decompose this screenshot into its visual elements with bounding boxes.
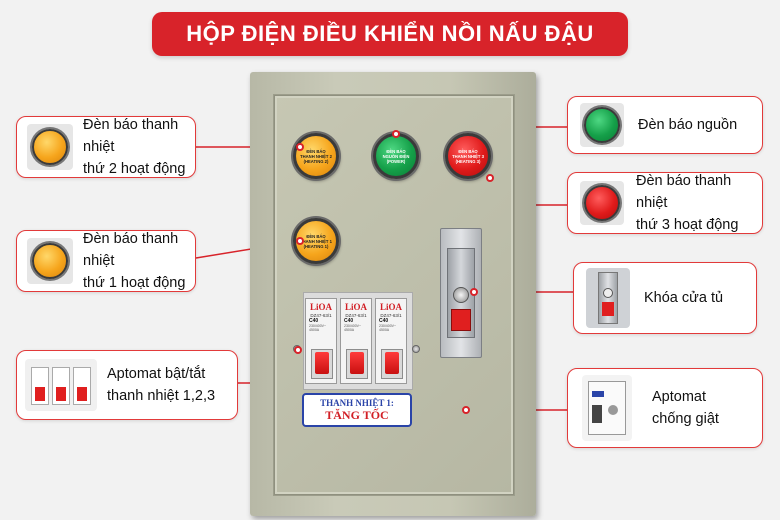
callout-line: thứ 3 hoạt động xyxy=(636,217,739,233)
toggle-icon xyxy=(77,387,87,401)
plate-line-2: TĂNG TỐC xyxy=(325,408,389,422)
lock-handle-icon xyxy=(598,272,618,324)
rcbo-test-button-icon xyxy=(608,405,618,415)
heating-3-indicator-lamp: ĐÈN BÁO THANH NHIỆT 3 (HEATING 3) xyxy=(445,133,491,179)
callout-heating-3-lamp: Đèn báo thanh nhiệt thứ 3 hoạt động xyxy=(567,172,763,234)
callout-line: chống giật xyxy=(652,411,719,427)
circuit-breaker-1[interactable]: LiOA DZ47-63/1 C40 230/400V~ 4500A xyxy=(305,298,337,384)
breaker-brand: LiOA xyxy=(344,302,367,312)
callout-text: Đèn báo thanh nhiệt thứ 3 hoạt động xyxy=(636,170,762,236)
pointer-dot xyxy=(296,143,304,151)
lamp-label: ĐÈN BÁO THANH NHIỆT 2 (HEATING 2) xyxy=(300,148,332,164)
lamp-label: ĐÈN BÁO NGUỒN ĐIỆN (POWER) xyxy=(382,148,410,164)
callout-line: Aptomat xyxy=(652,389,706,405)
pointer-dot xyxy=(470,288,478,296)
callout-text: Đèn báo thanh nhiệt thứ 2 hoạt động xyxy=(83,114,195,180)
breaker-brand: LiOA xyxy=(309,302,332,312)
keyhole-icon xyxy=(603,288,613,298)
lamp-label: ĐÈN BÁO THANH NHIỆT 3 (HEATING 3) xyxy=(452,148,484,164)
power-indicator-lamp: ĐÈN BÁO NGUỒN ĐIỆN (POWER) xyxy=(373,133,419,179)
breaker-model: DZ47-63/1 xyxy=(345,313,367,318)
breaker-rating: C40 xyxy=(344,318,354,324)
callout-line: Đèn báo nguồn xyxy=(638,117,738,133)
page-title: HỘP ĐIỆN ĐIỀU KHIỂN NỒI NẤU ĐẬU xyxy=(152,12,628,56)
breaker-toggle[interactable] xyxy=(346,349,368,379)
breaker-toggle[interactable] xyxy=(311,349,333,379)
callout-line: thanh nhiệt 1,2,3 xyxy=(107,388,216,404)
breaker-spec: 230/400V~ 4500A xyxy=(309,324,327,332)
callout-text: Aptomat bật/tắt thanh nhiệt 1,2,3 xyxy=(107,363,215,407)
pointer-dot xyxy=(296,237,304,245)
callout-thumbnail xyxy=(27,238,73,284)
rcbo-toggle-icon xyxy=(592,405,602,423)
callout-rcbo: Aptomat chống giật xyxy=(567,368,763,448)
circuit-breaker-3[interactable]: LiOA DZ47-63/1 C40 230/400V~ 4500A xyxy=(375,298,407,384)
green-lamp-icon xyxy=(584,107,620,143)
circuit-breaker-2[interactable]: LiOA DZ47-63/1 C40 230/400V~ 4500A xyxy=(340,298,372,384)
callout-line: Đèn báo thanh nhiệt xyxy=(636,173,732,211)
pointer-dot xyxy=(462,406,470,414)
callout-text: Đèn báo thanh nhiệt thứ 1 hoạt động xyxy=(83,228,195,294)
lock-button[interactable] xyxy=(451,309,471,331)
yellow-lamp-icon xyxy=(32,243,68,279)
lock-button-icon xyxy=(602,302,614,316)
callout-breakers: Aptomat bật/tắt thanh nhiệt 1,2,3 xyxy=(16,350,238,420)
plate-line-1: THANH NHIỆT 1: xyxy=(320,398,394,408)
breaker-spec: 230/400V~ 4500A xyxy=(379,324,397,332)
callout-line: Khóa cửa tủ xyxy=(644,290,724,306)
callout-thumbnail xyxy=(586,268,630,328)
label-plate: THANH NHIỆT 1: TĂNG TỐC xyxy=(302,393,412,427)
breaker-spec: 230/400V~ 4500A xyxy=(344,324,362,332)
yellow-lamp-icon xyxy=(32,129,68,165)
red-lamp-icon xyxy=(584,185,620,221)
toggle-icon xyxy=(35,387,45,401)
pointer-dot xyxy=(486,174,494,182)
callout-heating-1-lamp: Đèn báo thanh nhiệt thứ 1 hoạt động xyxy=(16,230,196,292)
callout-text: Khóa cửa tủ xyxy=(644,287,723,309)
callout-text: Aptomat chống giật xyxy=(652,386,719,430)
callout-thumbnail xyxy=(580,181,624,225)
callout-line: Aptomat bật/tắt xyxy=(107,366,206,382)
callout-line: thứ 2 hoạt động xyxy=(83,161,186,177)
callout-thumbnail xyxy=(25,359,97,411)
pointer-dot xyxy=(392,130,400,138)
breaker-model: DZ47-63/1 xyxy=(380,313,402,318)
callout-door-lock: Khóa cửa tủ xyxy=(573,262,757,334)
breaker-rating: C40 xyxy=(309,318,319,324)
breaker-brand: LiOA xyxy=(379,302,402,312)
breaker-rating: C40 xyxy=(379,318,389,324)
heating-2-indicator-lamp: ĐÈN BÁO THANH NHIỆT 2 (HEATING 2) xyxy=(293,133,339,179)
toggle-icon xyxy=(56,387,66,401)
breaker-toggle[interactable] xyxy=(381,349,403,379)
callout-line: Đèn báo thanh nhiệt xyxy=(83,231,179,269)
callout-line: Đèn báo thanh nhiệt xyxy=(83,117,179,155)
screw-icon xyxy=(412,345,420,353)
callout-thumbnail xyxy=(27,124,73,170)
callout-heating-2-lamp: Đèn báo thanh nhiệt thứ 2 hoạt động xyxy=(16,116,196,178)
keyhole-icon xyxy=(453,287,469,303)
rcbo-badge-icon xyxy=(592,391,604,397)
callout-thumbnail xyxy=(582,375,632,441)
callout-power-lamp: Đèn báo nguồn xyxy=(567,96,763,154)
pointer-dot xyxy=(294,346,302,354)
callout-line: thứ 1 hoạt động xyxy=(83,275,186,291)
callout-text: Đèn báo nguồn xyxy=(638,114,737,136)
callout-thumbnail xyxy=(580,103,624,147)
breaker-model: DZ47-63/1 xyxy=(310,313,332,318)
lamp-label: ĐÈN BÁO THANH NHIỆT 1 (HEATING 1) xyxy=(300,233,332,249)
